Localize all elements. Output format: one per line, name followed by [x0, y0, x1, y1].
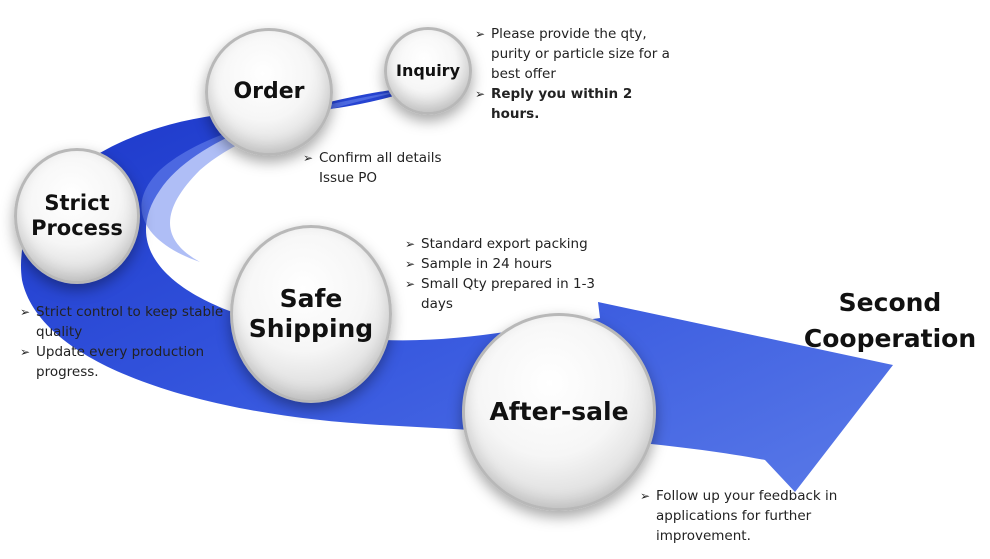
step-after-label: After-sale: [489, 397, 629, 426]
after-sale-notes: Follow up your feedback in applications …: [640, 486, 840, 546]
step-safe-label-line1: Safe: [279, 284, 343, 313]
step-order-circle: Order: [205, 28, 333, 156]
destination-line1: Second: [838, 288, 942, 317]
strict-process-notes: Strict control to keep stable quality Up…: [20, 302, 225, 382]
arrow-ribbon: [20, 85, 894, 492]
step-safe-shipping-circle: Safe Shipping: [230, 225, 392, 403]
inquiry-note-2: Reply you within 2 hours.: [475, 84, 680, 124]
step-strict-label-line2: Process: [31, 216, 123, 240]
destination-label: Second Cooperation: [790, 285, 990, 357]
step-strict-process-circle: Strict Process: [14, 148, 140, 284]
inquiry-notes: Please provide the qty, purity or partic…: [475, 24, 680, 124]
strict-note-2: Update every production progress.: [20, 342, 225, 382]
step-after-sale-circle: After-sale: [462, 313, 656, 511]
safe-note-3: Small Qty prepared in 1-3 days: [405, 274, 605, 314]
step-order-label: Order: [233, 78, 305, 104]
safe-note-1: Standard export packing: [405, 234, 605, 254]
strict-note-1: Strict control to keep stable quality: [20, 302, 225, 342]
step-strict-label-line1: Strict: [44, 190, 110, 215]
destination-line2: Cooperation: [803, 324, 977, 353]
after-note-1: Follow up your feedback in applications …: [640, 486, 840, 546]
safe-shipping-notes: Standard export packing Sample in 24 hou…: [405, 234, 605, 314]
inquiry-note-1: Please provide the qty, purity or partic…: [475, 24, 680, 84]
step-safe-label-line2: Shipping: [248, 314, 374, 343]
step-inquiry-circle: Inquiry: [384, 27, 472, 115]
step-inquiry-label: Inquiry: [396, 61, 460, 81]
order-notes: Confirm all details Issue PO: [303, 148, 463, 188]
order-note-2: Issue PO: [319, 170, 377, 186]
order-note-1: Confirm all details: [303, 148, 463, 168]
safe-note-2: Sample in 24 hours: [405, 254, 605, 274]
